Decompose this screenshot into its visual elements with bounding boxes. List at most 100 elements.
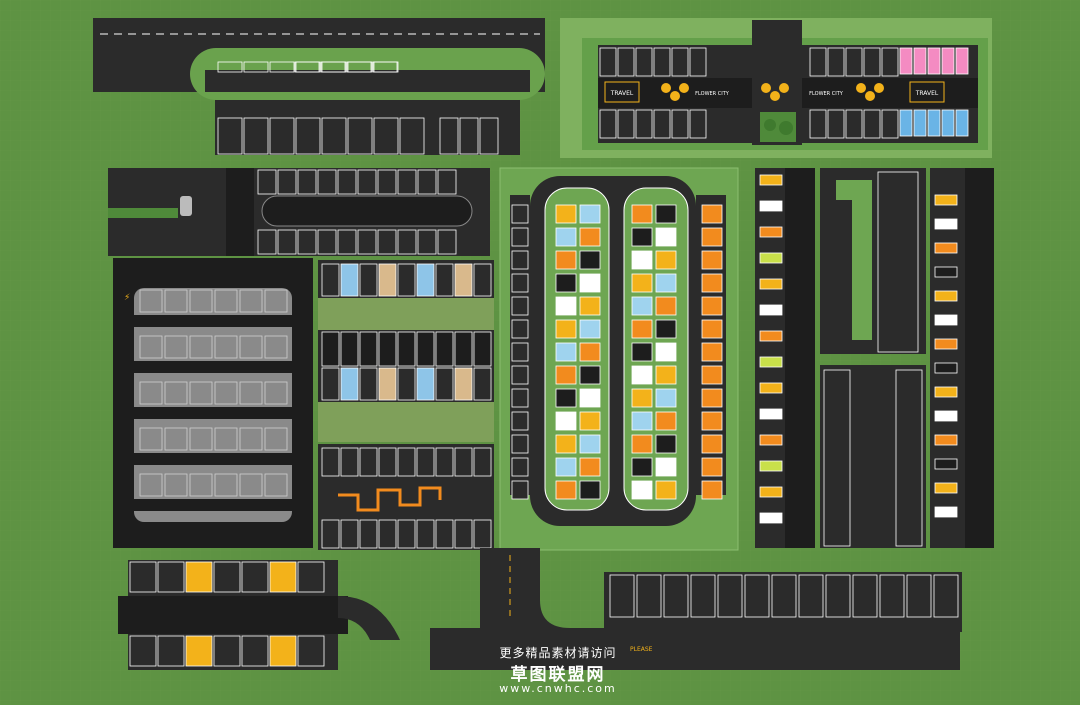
parking-stall <box>340 447 359 477</box>
parking-stall <box>852 574 878 618</box>
parking-stall <box>671 109 689 139</box>
parking-stall <box>877 171 919 353</box>
parking-stall <box>655 480 677 500</box>
parking-stall <box>759 382 783 394</box>
parking-stall <box>277 169 297 195</box>
bottom-right-road: PLEASE <box>430 548 962 670</box>
parking-stall <box>655 434 677 454</box>
parking-stall <box>759 512 783 524</box>
top-right-parking-lot: TRAVEL FLOWER CITY FLOWER CITY TRAVEL <box>560 18 992 158</box>
parking-stall <box>511 342 529 362</box>
parking-stall <box>239 427 263 451</box>
parking-stall <box>511 227 529 247</box>
parking-stall <box>511 457 529 477</box>
parking-stall <box>655 365 677 385</box>
parking-stall <box>631 319 653 339</box>
parking-stall <box>631 365 653 385</box>
parking-stall <box>701 319 723 339</box>
parking-stall <box>933 574 959 618</box>
parking-stall <box>257 169 277 195</box>
parking-stall <box>243 117 269 155</box>
parking-stall <box>701 411 723 431</box>
parking-stall <box>359 519 378 549</box>
parking-stall <box>955 47 969 75</box>
parking-stall <box>473 447 492 477</box>
parking-stall <box>437 169 457 195</box>
parking-stall <box>555 273 577 293</box>
parking-stall <box>378 519 397 549</box>
parking-stall <box>239 289 263 313</box>
parking-stall <box>189 473 213 497</box>
parking-stall <box>555 342 577 362</box>
parking-stall <box>631 273 653 293</box>
parking-stall <box>473 331 492 367</box>
parking-stall <box>635 109 653 139</box>
parking-stall <box>321 367 340 401</box>
parking-stall <box>579 342 601 362</box>
parking-stall <box>337 229 357 255</box>
top-left-parking-lot <box>93 18 545 155</box>
drive-lane <box>113 407 313 419</box>
parking-stall <box>239 473 263 497</box>
parking-stall <box>269 635 297 667</box>
parking-stall <box>579 296 601 316</box>
parking-stall <box>631 388 653 408</box>
parking-stall <box>934 338 958 350</box>
parking-stall <box>435 367 454 401</box>
parking-stall <box>579 457 601 477</box>
parking-stall <box>264 427 288 451</box>
parking-stall <box>579 204 601 224</box>
parking-stall <box>631 411 653 431</box>
parking-stall <box>340 367 359 401</box>
parking-stall <box>579 319 601 339</box>
hex-tile <box>865 91 875 101</box>
parking-stall <box>845 47 863 77</box>
watermark-line-2: 草图联盟网 <box>510 665 606 685</box>
parking-stall <box>378 447 397 477</box>
parking-stall <box>321 447 340 477</box>
parking-stall <box>337 169 357 195</box>
parking-stall <box>459 117 479 155</box>
parking-stall <box>579 365 601 385</box>
parking-stall <box>241 635 269 667</box>
parking-stall <box>579 227 601 247</box>
parking-stall <box>264 335 288 359</box>
parking-stall <box>759 460 783 472</box>
parking-stall <box>435 263 454 297</box>
parking-stall <box>511 365 529 385</box>
parking-stall <box>454 447 473 477</box>
parking-stall <box>609 574 635 618</box>
parking-stall <box>881 109 899 139</box>
parking-stall <box>631 342 653 362</box>
parking-stall <box>555 388 577 408</box>
parking-stall <box>347 117 373 155</box>
parking-stall <box>927 109 941 137</box>
parking-stall <box>397 331 416 367</box>
parking-stall <box>416 331 435 367</box>
parking-stall <box>164 381 188 405</box>
parking-stall <box>881 47 899 77</box>
parking-stall <box>759 200 783 212</box>
parking-stall <box>636 574 662 618</box>
parking-stall <box>454 263 473 297</box>
parking-stall <box>555 411 577 431</box>
parking-stall <box>435 331 454 367</box>
parking-stall <box>934 266 958 278</box>
parking-stall <box>759 226 783 238</box>
parking-stall <box>617 109 635 139</box>
parking-stall <box>239 335 263 359</box>
parking-stall <box>579 434 601 454</box>
flower-city-sign-left: FLOWER CITY <box>695 91 730 97</box>
parking-stall <box>655 457 677 477</box>
parking-stall <box>511 273 529 293</box>
parking-stall <box>823 369 851 547</box>
parking-stall <box>759 434 783 446</box>
parking-stall <box>416 519 435 549</box>
parking-stall <box>511 480 529 500</box>
parking-stall <box>895 369 923 547</box>
parking-stall <box>129 561 157 593</box>
parking-stall <box>701 227 723 247</box>
central-track-lot <box>499 167 739 551</box>
travel-sign-right: TRAVEL <box>915 90 939 97</box>
parking-stall <box>378 331 397 367</box>
